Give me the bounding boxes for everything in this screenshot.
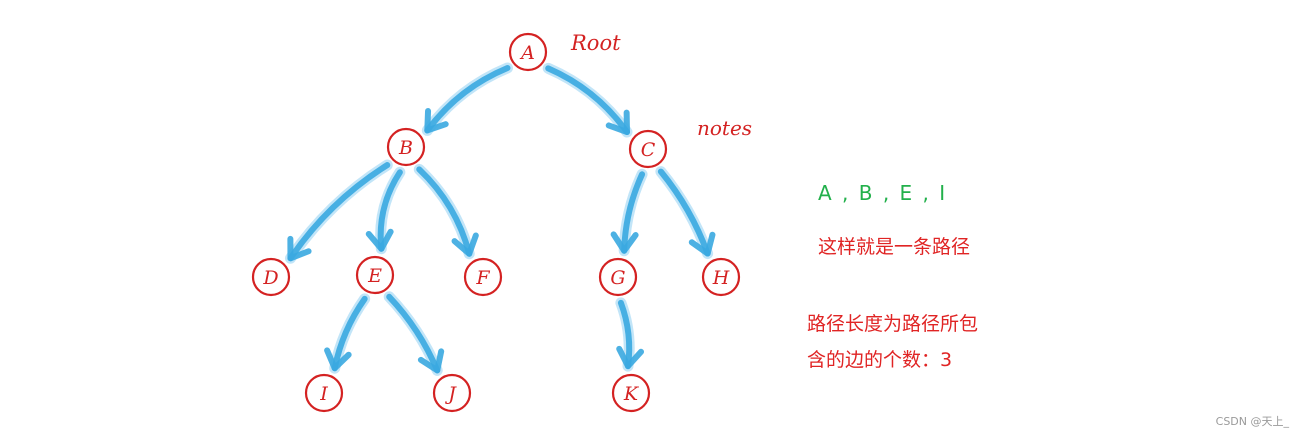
node-B: B bbox=[386, 127, 426, 167]
node-label-I: I bbox=[319, 383, 328, 405]
edge-A-B bbox=[421, 62, 513, 136]
notes-label: notes bbox=[697, 116, 753, 140]
watermark: CSDN @天上_ bbox=[1215, 415, 1289, 428]
node-D: D bbox=[251, 257, 291, 297]
edge-C-G bbox=[610, 168, 648, 257]
edge-G-K bbox=[615, 297, 645, 372]
node-G: G bbox=[598, 257, 638, 297]
node-A: A bbox=[508, 32, 548, 72]
edge-C-H bbox=[655, 166, 716, 260]
edge-A-C bbox=[542, 62, 633, 138]
edge-B-F bbox=[413, 163, 479, 260]
edge-E-J bbox=[383, 291, 445, 376]
node-label-K: K bbox=[623, 383, 640, 405]
node-K: K bbox=[611, 373, 651, 413]
root-label: Root bbox=[571, 31, 621, 55]
node-J: J bbox=[432, 373, 472, 413]
nodes-layer: A B C D E F G H I J K bbox=[251, 32, 741, 413]
node-C: C bbox=[628, 129, 668, 169]
node-F: F bbox=[463, 257, 503, 297]
node-label-C: C bbox=[641, 139, 656, 161]
node-I: I bbox=[304, 373, 344, 413]
edge-E-I bbox=[324, 293, 371, 374]
node-label-A: A bbox=[519, 42, 535, 64]
edge-B-D bbox=[284, 159, 393, 264]
path-length-line2: 含的边的个数：3 bbox=[807, 349, 953, 371]
node-label-F: F bbox=[475, 267, 490, 289]
node-label-G: G bbox=[610, 267, 625, 289]
node-label-E: E bbox=[367, 265, 382, 287]
node-label-B: B bbox=[398, 137, 413, 159]
node-label-D: D bbox=[262, 267, 278, 289]
path-caption: 这样就是一条路径 bbox=[818, 236, 971, 258]
node-label-J: J bbox=[444, 383, 457, 405]
node-E: E bbox=[355, 255, 395, 295]
path-length-line1: 路径长度为路径所包 bbox=[807, 313, 979, 335]
edges-layer bbox=[284, 62, 716, 376]
edge-B-E bbox=[365, 166, 406, 255]
node-label-H: H bbox=[712, 267, 730, 289]
node-H: H bbox=[701, 257, 741, 297]
path-sequence: A , B , E , I bbox=[818, 181, 948, 205]
